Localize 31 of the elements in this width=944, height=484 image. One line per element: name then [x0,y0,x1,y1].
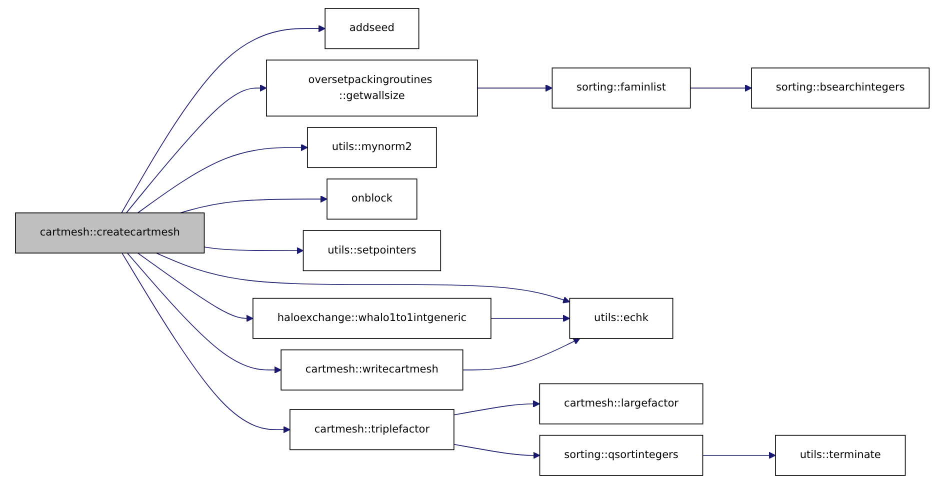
node-box: cartmesh::largefactor [538,383,703,424]
node-box: sorting::bsearchintegers [750,68,930,109]
arrow [702,452,776,459]
arrow [490,314,570,322]
node-box: sorting::qsortintegers [539,434,703,476]
node-box: haloexchange::whalo1to1intgeneric [252,298,492,339]
node-box: onblock [326,178,417,220]
node-box: addseed [324,8,419,50]
arrow [690,84,752,92]
arrow [204,246,304,254]
arrow [137,144,308,214]
node-box: utils::terminate [774,434,906,476]
arrow [121,252,290,434]
arrow [120,25,326,214]
arrow [476,84,552,92]
arrow [462,338,580,370]
node-box: utils::echk [568,298,673,339]
arrow [126,252,282,374]
arrow [126,84,266,214]
arrow [180,196,327,214]
node-box: utils::mynorm2 [306,127,436,168]
arrow [155,252,570,304]
arrow [137,252,253,322]
node-box: cartmesh::triplefactor [289,409,454,450]
arrow [453,400,540,416]
node-box: sorting::faminlist [551,68,690,109]
arrow [453,444,540,459]
node-box: utils::setpointers [302,230,441,272]
node-box: oversetpackingroutines ::getwallsize [266,60,478,116]
node-box: cartmesh::writecartmesh [280,349,463,390]
node-box: cartmesh::createcartmesh [14,212,204,254]
